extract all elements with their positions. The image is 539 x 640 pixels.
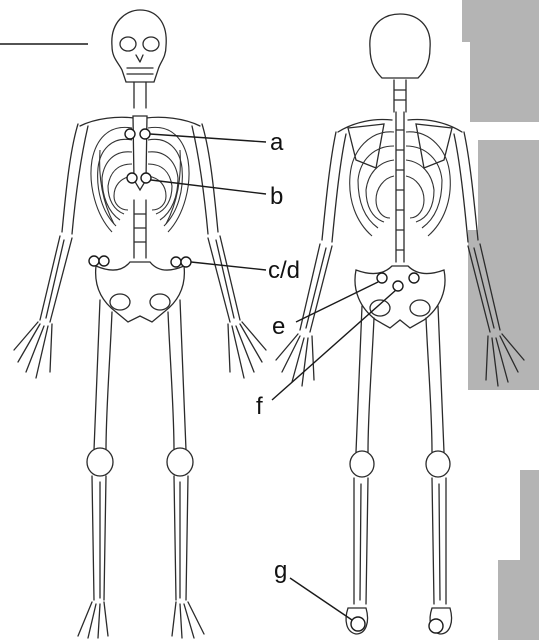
label-e: e xyxy=(272,313,285,340)
label-a: a xyxy=(270,129,284,156)
back-pelvis xyxy=(355,266,445,328)
leader-a xyxy=(150,134,266,142)
front-left-foot xyxy=(78,602,108,638)
front-right-foot xyxy=(172,602,204,638)
front-lumbar-spine xyxy=(134,200,146,258)
leader-g xyxy=(290,578,352,620)
label-b: b xyxy=(270,183,283,210)
front-skeleton xyxy=(14,10,266,638)
leader-f xyxy=(272,290,396,400)
label-f: f xyxy=(256,393,263,420)
label-c-d: c/d xyxy=(268,257,300,284)
front-right-hand xyxy=(228,322,266,378)
scan-edge-shading xyxy=(462,0,539,640)
leader-b xyxy=(151,180,266,194)
back-left-hand xyxy=(276,334,314,386)
back-spine xyxy=(396,112,404,262)
leader-cd xyxy=(191,262,266,270)
front-pelvis xyxy=(96,262,185,322)
back-skull xyxy=(370,14,430,78)
label-g: g xyxy=(274,557,287,584)
front-left-hand xyxy=(14,322,52,378)
